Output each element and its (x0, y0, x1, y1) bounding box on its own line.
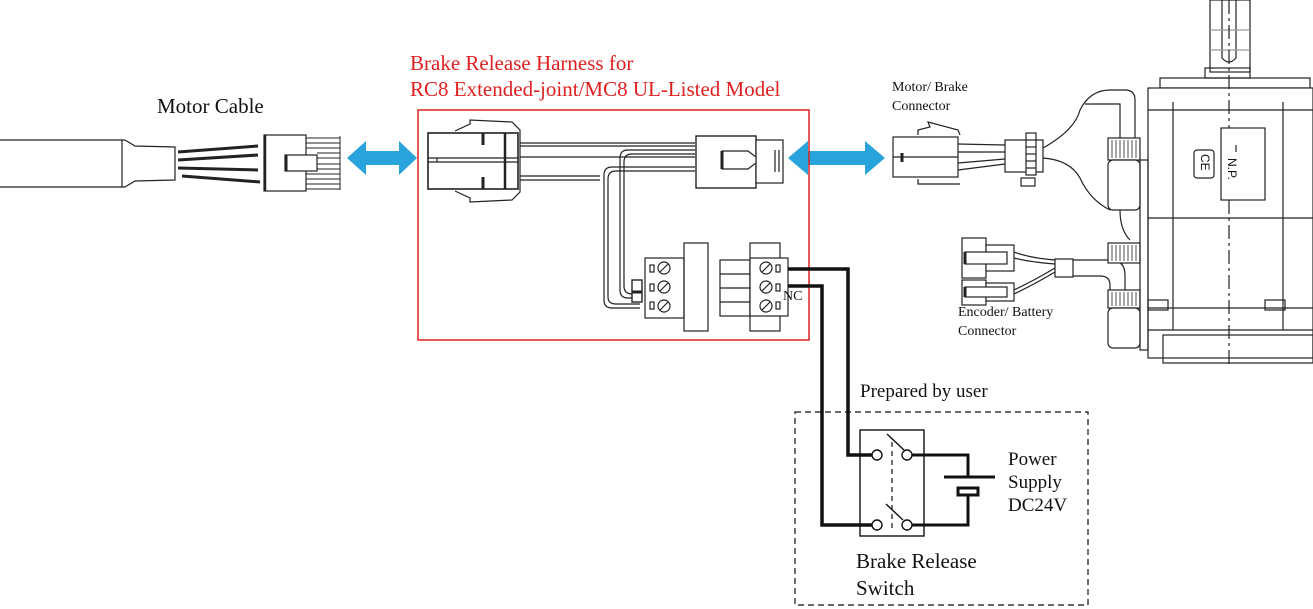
nameplate-label: N.P. (1225, 158, 1239, 180)
harness-drawing (427, 119, 789, 332)
prepared-by-user-label: Prepared by user (860, 381, 988, 402)
connection-arrow-right (788, 141, 885, 175)
encoder-battery-connector-label-line2: Connector (958, 324, 1017, 339)
switch-wires (788, 267, 875, 527)
harness-title-line2: RC8 Extended-joint/MC8 UL-Listed Model (410, 77, 781, 101)
motor-cable-label: Motor Cable (157, 94, 264, 118)
motor-brake-connector-label-line2: Connector (892, 99, 951, 114)
connection-arrow-left (347, 141, 417, 175)
power-supply-label-line1: Power (1008, 449, 1057, 470)
encoder-battery-connector-label-line1: Encoder/ Battery (958, 305, 1054, 320)
encoder-battery-connector-drawing (961, 237, 1126, 306)
brake-release-switch-symbol (859, 429, 925, 537)
motor-brake-connector-drawing (892, 89, 1136, 211)
power-supply-label-line3: DC24V (1008, 495, 1068, 516)
brake-release-switch-label-line1: Brake Release (856, 549, 977, 573)
motor-brake-connector-label-line1: Motor/ Brake (892, 80, 968, 95)
harness-title-line1: Brake Release Harness for (410, 51, 634, 75)
motor-body-drawing (1107, 0, 1313, 368)
brake-release-switch-label-line2: Switch (856, 576, 915, 600)
user-prepared-box (794, 411, 1089, 606)
nc-terminal-label: NC (783, 289, 803, 304)
ce-mark: CE (1198, 154, 1212, 171)
motor-cable-drawing (0, 134, 341, 192)
power-supply-label-line2: Supply (1008, 472, 1062, 493)
harness-frame (417, 109, 810, 341)
power-supply-symbol (912, 453, 995, 527)
